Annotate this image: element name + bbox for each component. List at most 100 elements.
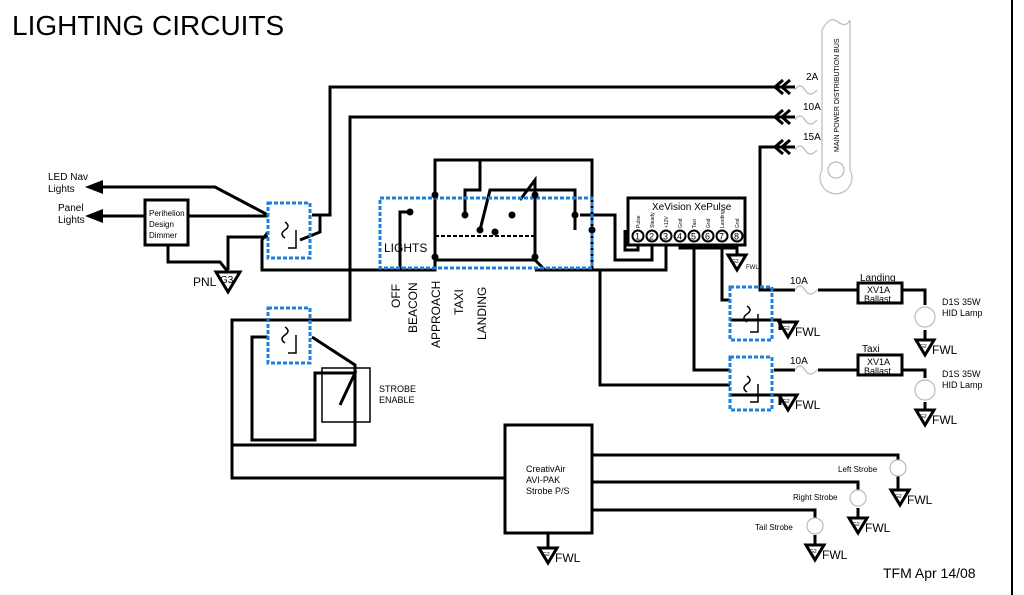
svg-text:LANDING: LANDING xyxy=(475,287,489,340)
dimmer-label: Perihelion xyxy=(149,209,185,218)
svg-text:FWL: FWL xyxy=(746,265,759,271)
svg-text:G2: G2 xyxy=(783,399,790,405)
left-strobe-icon xyxy=(889,459,907,477)
panel-lights-label: Panel xyxy=(58,203,84,214)
svg-text:XV1A: XV1A xyxy=(867,357,890,367)
svg-text:2: 2 xyxy=(649,232,654,242)
hid-lamp-icon xyxy=(914,379,936,401)
svg-text:D1S 35W: D1S 35W xyxy=(942,297,981,307)
svg-text:Taxi: Taxi xyxy=(692,219,698,228)
svg-text:ENABLE: ENABLE xyxy=(379,395,415,405)
svg-text:Taxi: Taxi xyxy=(862,344,880,355)
svg-text:G2: G2 xyxy=(810,549,817,555)
fuse-15a-label: 15A xyxy=(803,132,821,143)
lights-switch-label: LIGHTS xyxy=(384,241,427,255)
svg-text:7: 7 xyxy=(719,232,724,242)
svg-text:3: 3 xyxy=(663,232,668,242)
bus-fuses: 2A 10A 15A xyxy=(794,72,821,155)
svg-text:FWL: FWL xyxy=(555,551,581,565)
svg-text:G2: G2 xyxy=(543,552,550,558)
svg-text:TAXI: TAXI xyxy=(452,289,466,315)
svg-text:10A: 10A xyxy=(790,356,808,367)
strobe-power-supply xyxy=(503,423,594,535)
fuse-2a-label: 2A xyxy=(806,72,819,83)
diagram-title: LIGHTING CIRCUITS xyxy=(12,10,284,41)
svg-text:Ballast: Ballast xyxy=(864,294,892,304)
svg-text:Gnd: Gnd xyxy=(706,218,712,228)
svg-text:G2: G2 xyxy=(920,344,927,350)
svg-text:+12V: +12V xyxy=(664,216,670,228)
svg-text:Strobe P/S: Strobe P/S xyxy=(526,486,570,496)
circuit-breaker-strobe xyxy=(266,306,312,365)
svg-text:AVI-PAK: AVI-PAK xyxy=(526,475,560,485)
tail-strobe-icon xyxy=(806,517,824,535)
svg-text:G2: G2 xyxy=(853,522,860,528)
svg-text:1: 1 xyxy=(635,232,640,242)
switch-position-labels: OFF BEACON APPROACH TAXI LANDING xyxy=(389,281,489,348)
svg-text:FWL: FWL xyxy=(932,343,958,357)
svg-text:Ballast: Ballast xyxy=(864,366,892,376)
svg-text:FWL: FWL xyxy=(795,398,821,412)
svg-text:G2: G2 xyxy=(920,414,927,420)
svg-text:G2: G2 xyxy=(732,259,739,265)
svg-text:6: 6 xyxy=(705,232,710,242)
strobe-enable-switch[interactable] xyxy=(321,367,371,423)
svg-text:8: 8 xyxy=(734,232,739,242)
svg-text:Tail Strobe: Tail Strobe xyxy=(755,523,793,532)
svg-text:BEACON: BEACON xyxy=(406,282,420,333)
svg-text:APPROACH: APPROACH xyxy=(429,281,443,348)
strobe-lamps: Left Strobe Right Strobe Tail Strobe xyxy=(755,459,907,535)
led-nav-label-2: Lights xyxy=(48,184,75,195)
svg-text:HID Lamp: HID Lamp xyxy=(942,308,983,318)
svg-text:Gnd: Gnd xyxy=(735,218,741,228)
svg-text:Gnd: Gnd xyxy=(678,218,684,228)
svg-text:OFF: OFF xyxy=(389,284,403,308)
led-nav-label: LED Nav xyxy=(48,172,88,183)
svg-text:D1S 35W: D1S 35W xyxy=(942,369,981,379)
svg-text:FWL: FWL xyxy=(865,521,891,535)
svg-text:10A: 10A xyxy=(790,276,808,287)
svg-text:FWL: FWL xyxy=(932,413,958,427)
svg-text:Landing: Landing xyxy=(720,210,726,228)
svg-text:5: 5 xyxy=(691,232,696,242)
hid-lamp-icon xyxy=(914,306,936,328)
svg-text:HID Lamp: HID Lamp xyxy=(942,380,983,390)
panel-ground-icon: G3 PNL xyxy=(193,270,243,295)
svg-text:G2: G2 xyxy=(783,326,790,332)
panel-lights-label-2: Lights xyxy=(58,215,85,226)
switch-contacts xyxy=(406,191,596,261)
svg-text:G2: G2 xyxy=(895,494,902,500)
svg-text:Left Strobe: Left Strobe xyxy=(838,465,878,474)
right-strobe-icon xyxy=(849,489,867,507)
svg-text:Pulse: Pulse xyxy=(636,215,642,228)
taxi-circuit: 10A Taxi XV1A Ballast D1S 35W HID Lamp xyxy=(790,344,983,401)
svg-text:Dimmer: Dimmer xyxy=(149,231,177,240)
svg-text:XV1A: XV1A xyxy=(867,285,890,295)
svg-text:CreativAir: CreativAir xyxy=(526,464,566,474)
svg-text:Landing: Landing xyxy=(860,273,896,284)
svg-text:Design: Design xyxy=(149,220,174,229)
bus-label: MAIN POWER DISTRIBUTION BUS xyxy=(834,38,841,152)
svg-text:G3: G3 xyxy=(220,275,234,286)
relay-landing xyxy=(728,285,774,342)
dimmer-box xyxy=(143,198,190,247)
svg-text:FWL: FWL xyxy=(795,325,821,339)
svg-text:Right Strobe: Right Strobe xyxy=(793,493,838,502)
author-date-stamp: TFM Apr 14/08 xyxy=(883,565,976,581)
circuit-breaker-nav xyxy=(266,201,312,260)
arrow-icons xyxy=(85,180,103,223)
main-power-bus: MAIN POWER DISTRIBUTION BUS xyxy=(819,19,853,195)
svg-text:Steady: Steady xyxy=(650,212,656,228)
svg-text:4: 4 xyxy=(677,232,682,242)
svg-text:FWL: FWL xyxy=(822,548,848,562)
fuse-10a-label: 10A xyxy=(803,102,821,113)
landing-circuit: 10A Landing XV1A Ballast D1S 35W HID Lam… xyxy=(790,273,983,328)
xevision-title: XeVision XePulse xyxy=(652,202,732,213)
strobe-enable-label: STROBE xyxy=(379,384,416,394)
svg-text:FWL: FWL xyxy=(907,493,933,507)
coil-icons xyxy=(281,221,759,403)
xevision-pins: 1 Pulse 2 Steady 3 +12V 4 Gnd 5 Taxi 6 Gnd 7 La… xyxy=(631,210,744,243)
svg-text:PNL: PNL xyxy=(193,275,217,289)
